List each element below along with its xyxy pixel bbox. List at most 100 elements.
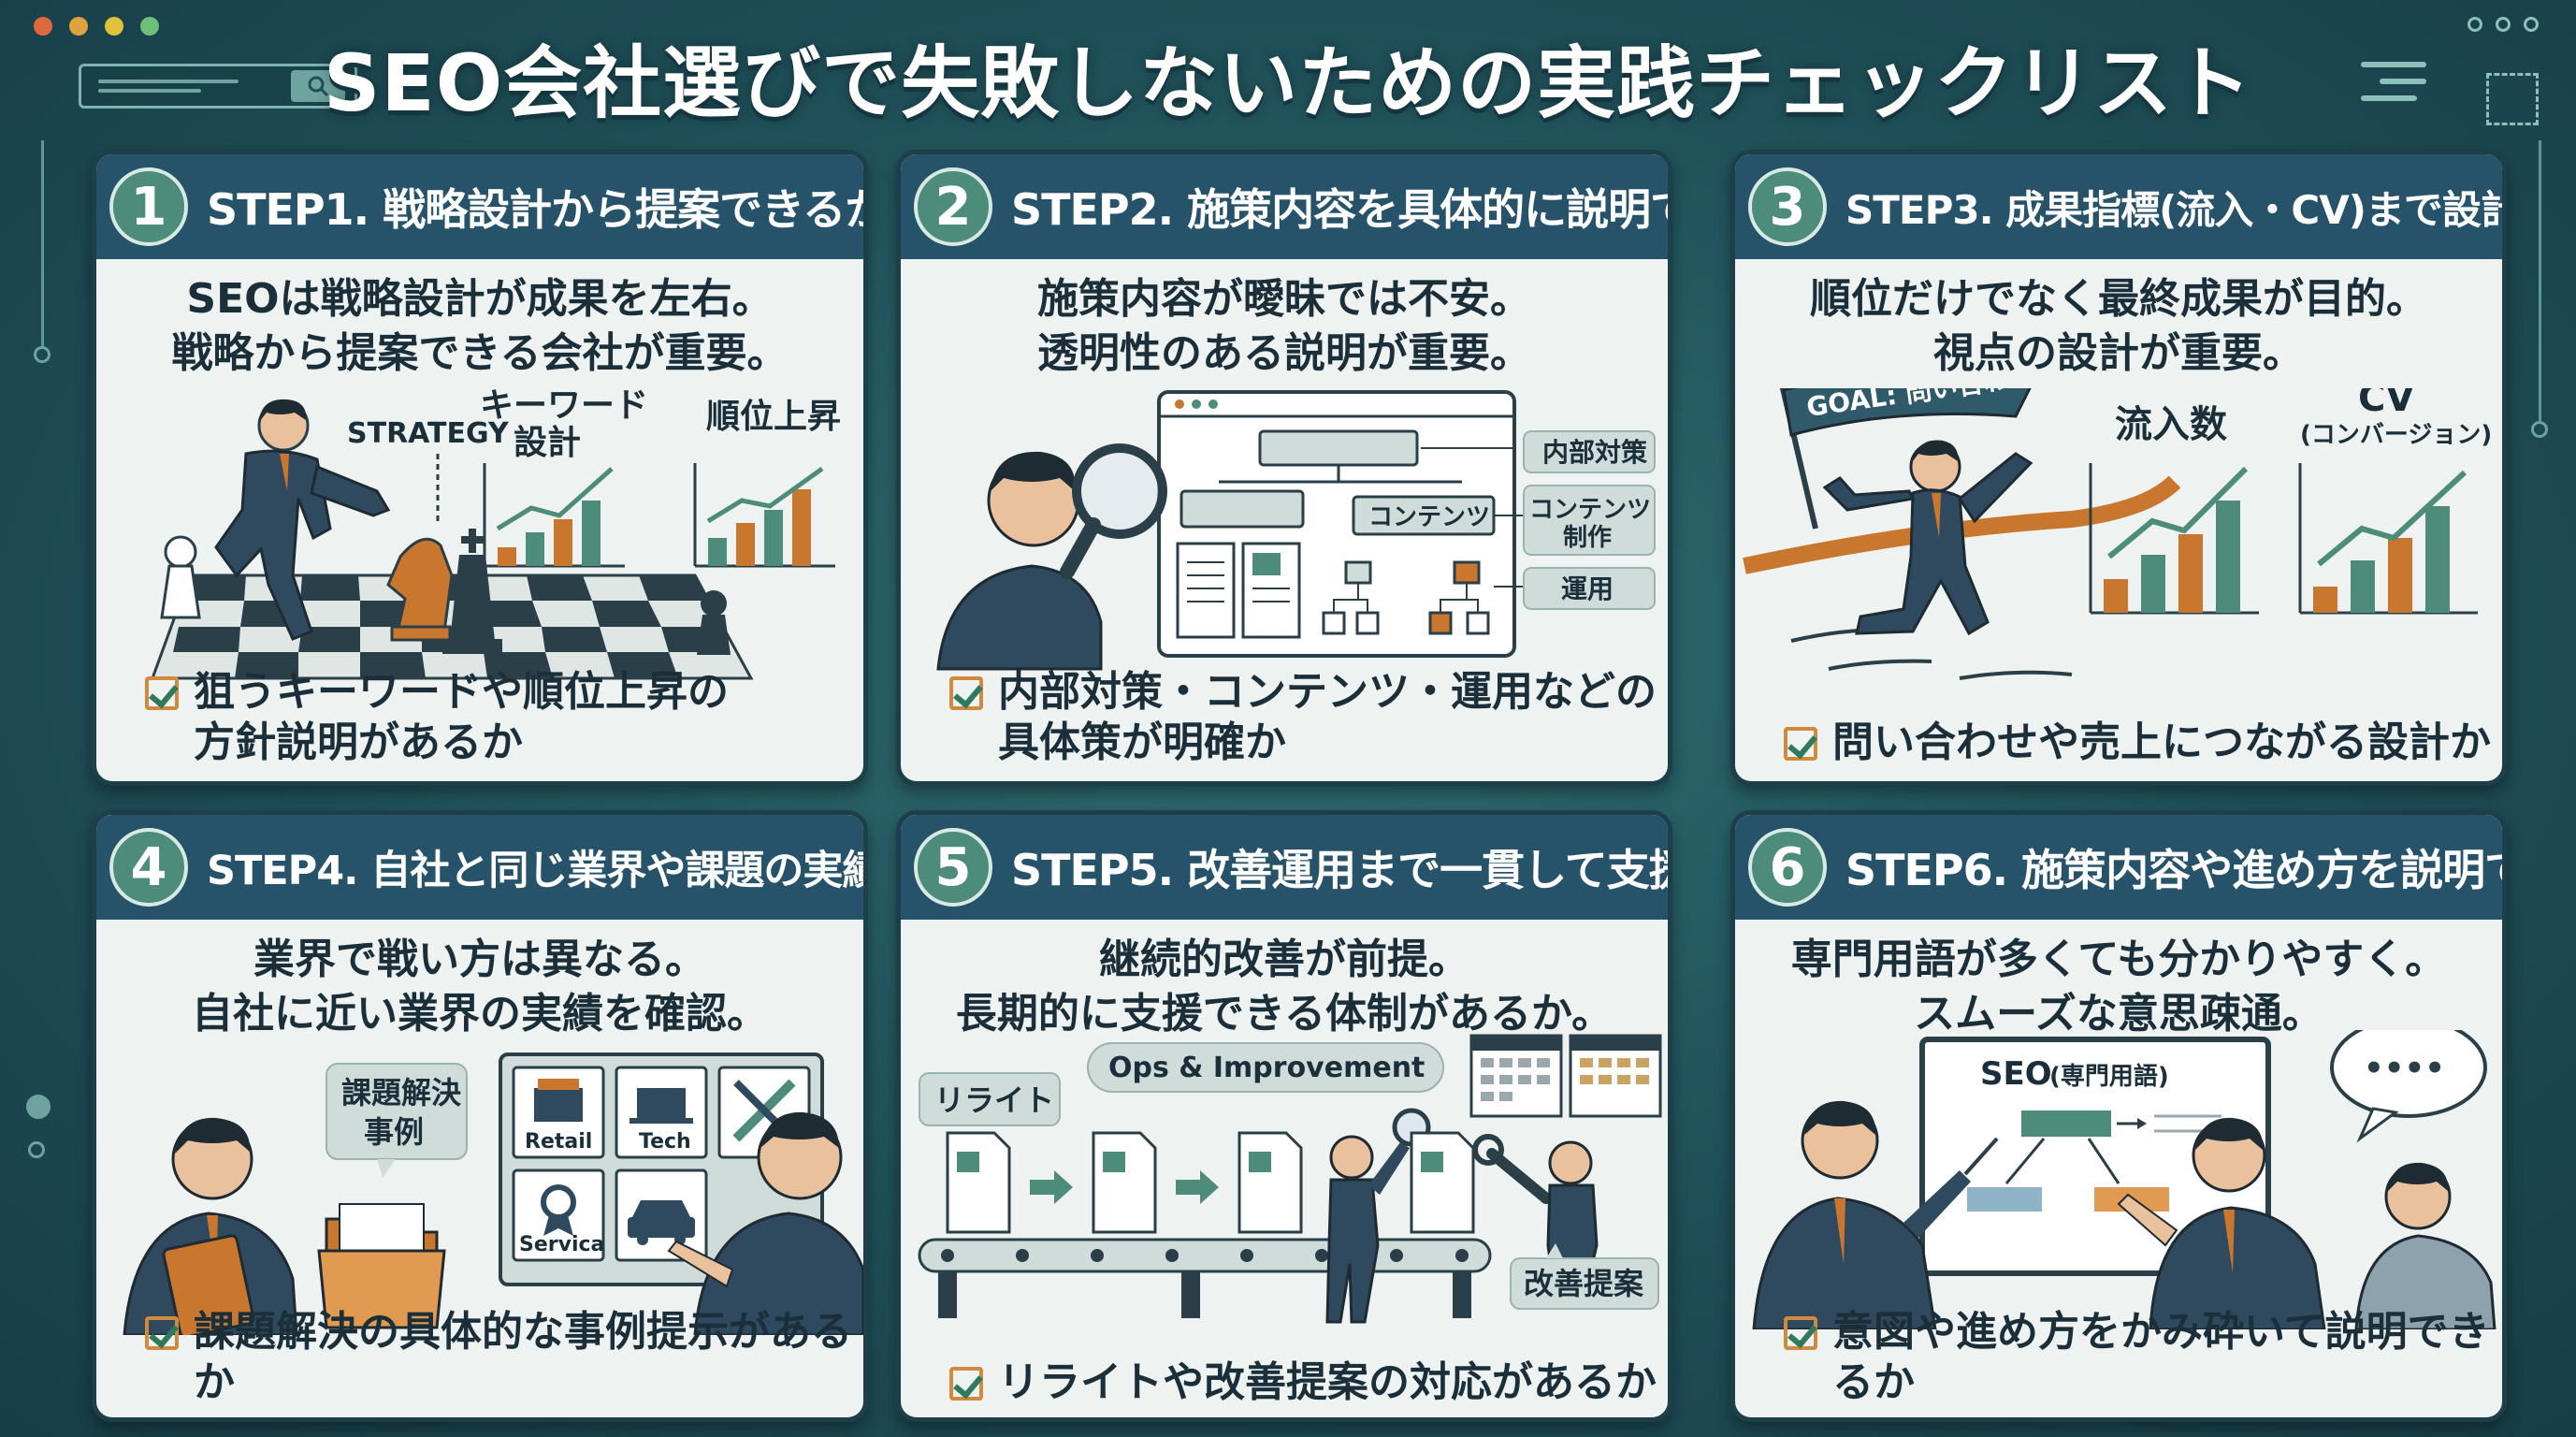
speech-bubble-icon: ••••	[2330, 1030, 2487, 1143]
whiteboard: SEO (専門用語)	[1919, 1037, 2271, 1276]
retail-icon	[534, 1079, 583, 1122]
svg-text:リライト: リライト	[934, 1082, 1054, 1118]
svg-text:コンテンツ: コンテンツ	[1368, 503, 1490, 531]
step-lead: 継続的改善が前提。長期的に支援できる体制があるか。	[955, 936, 1614, 1038]
step-header: 2 STEP2. 施策内容を具体的に説明できるか	[901, 154, 1668, 259]
step-card-3: 3 STEP3. 成果指標(流入・CV)まで設計できるか 順位だけでなく最終成果…	[1730, 150, 2507, 786]
improvement-illustration: リライト Ops & Improvement 改善提案	[918, 1034, 1662, 1324]
svg-text:SEO: SEO	[1980, 1055, 2052, 1093]
laptop-icon	[630, 1088, 693, 1124]
step-check: 狙うキーワードや順位上昇の方針説明があるか	[145, 667, 729, 768]
step-lead: SEOは戦略設計が成果を左右。戦略から提案できる会社が重要。	[171, 275, 789, 377]
svg-text:Servica: Servica	[519, 1233, 604, 1256]
casestudy-illustration: 課題解決 事例 Retail Tech Servica	[123, 1052, 863, 1335]
step-lead: 専門用語が多くても分かりやすく。スムーズな意思疎通。	[1790, 936, 2447, 1038]
step-check: 課題解決の具体的な事例提示があるか	[145, 1307, 863, 1408]
pawn-black-icon	[697, 590, 731, 655]
svg-text:••••: ••••	[2364, 1050, 2445, 1087]
inspector-figure	[936, 451, 1103, 671]
goal-illustration: GOAL: 問い合わせ 流入数 CV (コンバージョン)	[1743, 388, 2492, 680]
open-folder-icon	[317, 1203, 446, 1329]
runner-figure	[1822, 440, 2033, 636]
king-icon	[442, 529, 502, 654]
strategy-illustration: STRATEGY キーワード 設計 順位上昇	[150, 388, 841, 680]
page-title: SEO会社選びで失敗しないための実践チェックリスト	[323, 37, 2253, 129]
step-header: 6 STEP6. 施策内容や進め方を説明できるか	[1735, 815, 2502, 920]
calendar-icon	[1569, 1034, 1662, 1118]
document-icon	[1410, 1131, 1475, 1234]
businessman-figure	[214, 399, 391, 641]
svg-text:順位上昇: 順位上昇	[706, 398, 841, 436]
svg-text:(コンバージョン): (コンバージョン)	[2300, 421, 2492, 449]
svg-text:運用: 運用	[1561, 573, 1614, 604]
listener-figure	[2354, 1162, 2496, 1329]
step-card-5: 5 STEP5. 改善運用まで一貫して支援できるか 継続的改善が前提。長期的に支…	[896, 810, 1672, 1422]
document-icon	[946, 1131, 1011, 1234]
step-lead: 施策内容が曖昧では不安。透明性のある説明が重要。	[1037, 275, 1531, 377]
svg-text:Retail: Retail	[525, 1130, 592, 1154]
svg-text:改善提案: 改善提案	[1524, 1266, 1644, 1301]
step-header: 1 STEP1. 戦略設計から提案できるか	[96, 154, 863, 259]
worker-figure	[1325, 1135, 1410, 1324]
keyword-bar-chart	[483, 463, 625, 568]
search-icon	[291, 70, 345, 102]
award-icon	[541, 1184, 576, 1236]
svg-text:CV: CV	[2358, 388, 2414, 420]
knight-icon	[386, 537, 454, 642]
svg-text:制作: 制作	[1563, 524, 1612, 552]
wrench-icon	[1472, 1134, 1552, 1204]
goal-flag: GOAL: 問い合わせ	[1779, 388, 2037, 530]
presenter-figure	[1752, 1100, 1999, 1329]
step-header: 4 STEP4. 自社と同じ業界や課題の実績があるか	[96, 815, 863, 920]
svg-text:キーワード: キーワード	[480, 388, 648, 425]
step-lead: 順位だけでなく最終成果が目的。視点の設計が重要。	[1810, 275, 2427, 377]
inflow-bar-chart	[2089, 463, 2259, 615]
window-dots	[34, 17, 159, 36]
cv-bar-chart	[2298, 463, 2478, 615]
checkbox-icon	[949, 676, 983, 710]
pawn-white-icon	[160, 535, 201, 619]
step-lead: 業界で戦い方は異なる。自社に近い業界の実績を確認。	[192, 936, 768, 1038]
svg-text:課題解決: 課題解決	[341, 1075, 461, 1110]
step-number: 3	[1748, 167, 1827, 246]
step-check: 問い合わせや売上につながる設計か	[1784, 718, 2491, 768]
step-title: STEP4. 自社と同じ業界や課題の実績があるか	[207, 848, 863, 894]
step-header: 5 STEP5. 改善運用まで一貫して支援できるか	[901, 815, 1668, 920]
step-title: STEP5. 改善運用まで一貫して支援できるか	[1011, 845, 1668, 895]
step-title: STEP6. 施策内容や進め方を説明できるか	[1845, 845, 2502, 895]
step-check: 意図や進め方をかみ砕いて説明できるか	[1784, 1307, 2502, 1408]
document-icon	[1237, 1131, 1303, 1234]
search-bar-decoration	[79, 64, 357, 109]
step-title: STEP1. 戦略設計から提案できるか	[207, 184, 868, 235]
step-card-6: 6 STEP6. 施策内容や進め方を説明できるか 専門用語が多くても分かりやすく…	[1730, 810, 2507, 1422]
svg-text:設計: 設計	[514, 424, 581, 462]
colleague-figure	[2117, 1117, 2326, 1329]
step-card-4: 4 STEP4. 自社と同じ業界や課題の実績があるか 業界で戦い方は異なる。自社…	[92, 810, 868, 1422]
checkbox-icon	[145, 676, 179, 710]
explanation-illustration: SEO (専門用語) ••••	[1752, 1030, 2496, 1329]
car-icon	[628, 1200, 695, 1245]
step-check: 内部対策・コンテンツ・運用などの具体策が明確か	[949, 667, 1657, 768]
step-number: 4	[109, 828, 188, 907]
document-icon	[1092, 1131, 1157, 1234]
folder-icon	[162, 1234, 255, 1335]
step-number: 1	[109, 167, 188, 246]
checkbox-icon	[145, 1316, 179, 1350]
svg-text:Tech: Tech	[639, 1130, 691, 1154]
strategy-label: STRATEGY	[347, 417, 510, 450]
step-title: STEP2. 施策内容を具体的に説明できるか	[1011, 184, 1668, 235]
checkbox-icon	[949, 1367, 983, 1401]
step-number: 5	[914, 828, 992, 907]
svg-text:流入数: 流入数	[2115, 403, 2227, 446]
corner-decoration	[2361, 17, 2539, 125]
step-number: 6	[1748, 828, 1827, 907]
svg-text:(専門用語): (専門用語)	[2049, 1062, 2169, 1091]
svg-text:内部対策: 内部対策	[1542, 437, 1647, 468]
magnifier-icon	[1060, 443, 1167, 579]
step-check: リライトや改善提案の対応があるか	[949, 1357, 1657, 1408]
checkbox-icon	[1784, 1316, 1817, 1350]
step-header: 3 STEP3. 成果指標(流入・CV)まで設計できるか	[1735, 154, 2502, 259]
step-number: 2	[914, 167, 992, 246]
calendar-icon	[1469, 1034, 1563, 1118]
svg-text:事例: 事例	[364, 1114, 424, 1150]
